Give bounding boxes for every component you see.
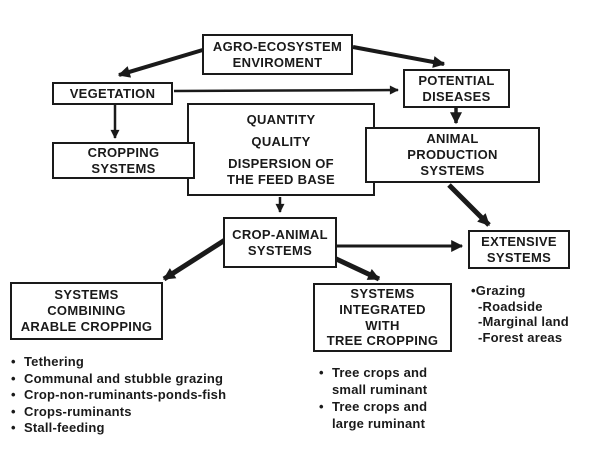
list-item: • Tree crops and large ruminant <box>319 399 428 431</box>
feed-base-quality-label: QUALITY <box>251 134 311 150</box>
arrow-animal-to-extensive <box>447 183 491 227</box>
bullet-icon: • <box>11 420 16 435</box>
box-cropping-systems-label: CROPPING SYSTEMS <box>87 144 160 176</box>
arrow-agro-to-diseases <box>352 45 446 68</box>
grazing-list-item: -Roadside <box>478 298 543 314</box>
box-crop-animal-label: CROP-ANIMAL SYSTEMS <box>232 226 328 258</box>
box-animal-production-label: ANIMAL PRODUCTION SYSTEMS <box>407 131 498 178</box>
list-item: • Tethering <box>11 354 85 369</box>
bullet-icon: • <box>11 354 16 369</box>
bullet-icon: • <box>11 370 16 386</box>
list-item: • Crops-ruminants <box>11 403 132 419</box>
arrow-cropanimal-to-arable <box>162 237 227 282</box>
arrow-agro-to-vegetation <box>117 47 207 78</box>
box-extensive-systems-label: EXTENSIVE SYSTEMS <box>481 233 557 265</box>
bullet-icon: • <box>319 399 324 414</box>
box-arable-cropping: SYSTEMS COMBINING ARABLE CROPPING <box>10 282 163 340</box>
box-tree-cropping: SYSTEMS INTEGRATED WITH TREE CROPPING <box>313 283 452 352</box>
bullet-icon: • <box>11 387 16 402</box>
box-vegetation: VEGETATION <box>52 82 173 105</box>
box-potential-diseases-label: POTENTIAL DISEASES <box>418 72 495 104</box>
box-vegetation-label: VEGETATION <box>69 85 156 101</box>
feed-base-dispersion-label: DISPERSION OF THE FEED BASE <box>227 156 335 188</box>
box-agro-ecosystem: AGRO-ECOSYSTEM ENVIROMENT <box>202 34 353 75</box>
tree-detail-list: • Tree crops and small ruminant • Tree c… <box>319 364 459 432</box>
box-cropping-systems: CROPPING SYSTEMS <box>52 142 195 179</box>
feed-base-quantity-label: QUANTITY <box>246 112 316 127</box>
box-extensive-systems: EXTENSIVE SYSTEMS <box>468 230 570 269</box>
box-animal-production: ANIMAL PRODUCTION SYSTEMS <box>365 127 540 183</box>
arrow-cropanimal-to-tree <box>330 254 381 282</box>
box-arable-cropping-label: SYSTEMS COMBINING ARABLE CROPPING <box>20 287 153 334</box>
bullet-icon: • <box>319 365 324 380</box>
list-item: • Crop-non-ruminants-ponds-fish <box>11 387 227 402</box>
list-item: • Communal and stubble grazing <box>11 370 224 386</box>
arrow-vegetation-to-diseases <box>173 85 399 95</box>
box-tree-cropping-label: SYSTEMS INTEGRATED WITH TREE CROPPING <box>326 285 439 349</box>
box-agro-ecosystem-label: AGRO-ECOSYSTEM ENVIROMENT <box>212 38 343 70</box>
box-feed-base: QUANTITY QUALITY DISPERSION OF THE FEED … <box>187 103 375 196</box>
grazing-list: •Grazing -Roadside -Marginal land -Fores… <box>471 283 591 345</box>
bullet-icon: • <box>11 403 16 419</box>
arable-detail-list: • Tethering • Communal and stubble grazi… <box>11 354 246 437</box>
grazing-list-item: -Marginal land <box>478 314 569 329</box>
grazing-list-item: -Forest areas <box>478 329 563 345</box>
list-item: • Tree crops and small ruminant <box>319 365 428 397</box>
list-item: • Stall-feeding <box>11 420 105 435</box>
box-potential-diseases: POTENTIAL DISEASES <box>403 69 510 108</box>
grazing-list-item: •Grazing <box>471 283 526 298</box>
box-crop-animal: CROP-ANIMAL SYSTEMS <box>223 217 337 268</box>
